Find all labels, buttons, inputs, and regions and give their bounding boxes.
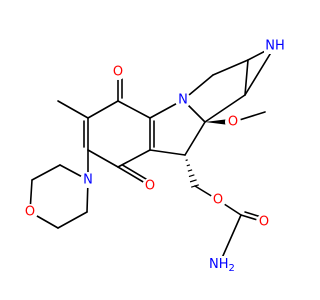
bond-layer [29, 45, 276, 259]
molecule-structure: O O N NH O O O NH2 [22, 38, 286, 274]
atom-label-o: O [25, 205, 35, 220]
atom-n-morpholine: N [80, 172, 96, 188]
atom-label-nh: NH [265, 39, 285, 54]
atom-o-ester: O [210, 192, 226, 208]
hashed-ch2-hash [188, 174, 195, 178]
atom-label-layer: O O N NH O O O NH2 [22, 38, 286, 274]
bond-morph-2 [31, 164, 61, 181]
atom-nh-aziridine: NH [264, 38, 286, 54]
atom-n-pyrrolidine: N [175, 92, 191, 108]
bond-c3p-nh [244, 45, 276, 96]
bond-morph-5 [57, 211, 88, 229]
atom-label-o: O [145, 179, 155, 194]
atom-label-o: O [213, 193, 223, 208]
bond-methyl [57, 100, 89, 119]
atom-nh2: NH2 [208, 256, 235, 274]
bond-c2p-c3p [244, 59, 249, 96]
hashed-ch2-hash [185, 159, 188, 162]
atom-label-o: O [228, 115, 238, 130]
atom-label-n: N [178, 93, 188, 108]
svg-text:NH2: NH2 [209, 257, 235, 274]
bond-c3-c4 [87, 149, 119, 168]
bond-c4-o-inner [121, 164, 151, 182]
atom-label-subscript: 2 [229, 263, 235, 274]
bond-c1p-c2p [212, 59, 249, 76]
atom-label-o: O [259, 215, 269, 230]
atom-o-carbonyl: O [256, 214, 272, 230]
bond-c9-c4a [149, 149, 186, 156]
atom-o-quinone-top: O [110, 64, 126, 80]
atom-o-quinone-bottom: O [142, 178, 158, 194]
bond-c1-c2 [87, 100, 119, 119]
hashed-ch2-hash [187, 169, 193, 172]
bond-c9a-c9 [184, 121, 206, 156]
bond-c4-c4a [117, 149, 151, 168]
hashed-ch2-hash [189, 179, 197, 183]
atom-label-nh: NH [209, 257, 229, 272]
bond-c-nh2 [221, 214, 242, 259]
atom-o-morpholine: O [22, 204, 38, 220]
bond-c8a-c1 [117, 100, 151, 119]
atom-label-n: N [83, 173, 93, 188]
bond-c3p-c9a [204, 94, 246, 123]
atom-o-methoxy: O [225, 114, 241, 130]
hashed-ch2-hash [186, 164, 191, 167]
atom-label-o: O [113, 65, 123, 80]
hashed-ch2 [185, 159, 199, 188]
